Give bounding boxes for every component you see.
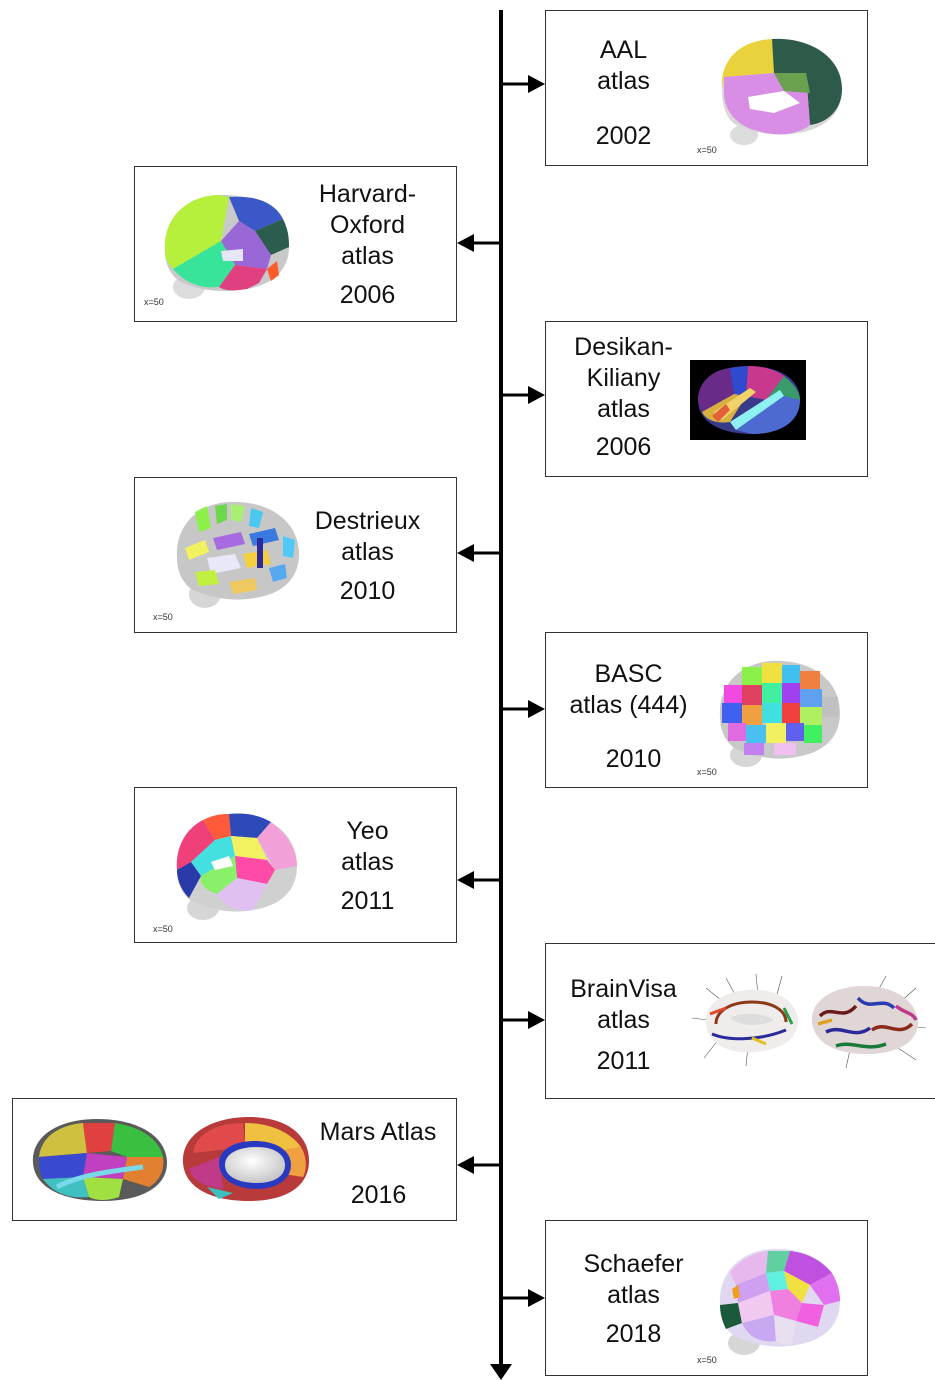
branch-arrow-desikan — [501, 386, 545, 404]
atlas-card-desikan-kiliany: Desikan- Kiliany atlas 2006 — [545, 321, 868, 477]
brain-thumbnail — [176, 501, 299, 608]
atlas-year: 2010 — [339, 577, 396, 605]
title-line: atlas — [341, 242, 394, 270]
atlas-title: AAL atlas — [556, 35, 691, 97]
title-line: atlas — [607, 1281, 660, 1309]
branch-arrow-mars — [457, 1156, 501, 1174]
branch-arrow-brainvisa — [501, 1011, 545, 1029]
atlas-year: 2002 — [595, 122, 652, 150]
atlas-card-harvard-oxford: Harvard- Oxford atlas 2006 x=50 — [134, 166, 457, 322]
atlas-title: BASC atlas (444) — [551, 659, 706, 721]
slice-label: x=50 — [153, 612, 173, 622]
atlas-card-basc: BASC atlas (444) 2010 x=50 — [545, 632, 868, 788]
atlas-card-yeo: Yeo atlas 2011 x=50 — [134, 787, 457, 943]
slice-label: x=50 — [697, 1355, 717, 1365]
slice-label: x=50 — [697, 145, 717, 155]
title-line: atlas — [341, 538, 394, 566]
title-line: Oxford — [329, 211, 406, 239]
atlas-card-mars: Mars Atlas 2016 — [12, 1098, 457, 1221]
brain-thumbnail — [690, 360, 806, 440]
branch-arrow-destrieux — [457, 544, 501, 562]
title-line: atlas — [341, 848, 394, 876]
slice-label: x=50 — [144, 297, 164, 307]
slice-label: x=50 — [153, 924, 173, 934]
timeline-arrowhead — [490, 1364, 512, 1380]
branch-arrow-schaefer — [501, 1289, 545, 1307]
brain-thumbnail — [719, 1248, 840, 1355]
atlas-year: 2011 — [340, 887, 395, 915]
title-line: atlas — [597, 1006, 650, 1034]
atlas-title: Mars Atlas — [308, 1117, 448, 1148]
title-line: Destrieux — [314, 507, 421, 535]
atlas-year: 2011 — [596, 1047, 651, 1075]
title-line: Yeo — [346, 817, 389, 845]
atlas-title: Yeo atlas — [300, 816, 435, 878]
atlas-card-schaefer: Schaefer atlas 2018 x=50 — [545, 1220, 868, 1376]
title-line: Harvard- — [318, 180, 417, 208]
atlas-title: Destrieux atlas — [300, 506, 435, 568]
brain-thumbnail — [164, 194, 289, 299]
title-line: BrainVisa — [570, 975, 677, 1003]
brain-thumbnail — [721, 38, 842, 145]
branch-arrow-basc — [501, 700, 545, 718]
atlas-year: 2018 — [605, 1320, 662, 1348]
atlas-year: 2016 — [350, 1181, 407, 1209]
brain-thumbnail — [32, 1117, 309, 1201]
title-line: atlas — [597, 67, 650, 95]
title-line: atlas — [597, 395, 650, 423]
slice-label: x=50 — [697, 767, 717, 777]
brain-thumbnail — [691, 973, 927, 1069]
atlas-title: Desikan- Kiliany atlas — [556, 332, 691, 425]
title-line: Desikan- — [574, 333, 673, 361]
branch-arrow-aal — [501, 75, 545, 93]
atlas-title: Schaefer atlas — [566, 1249, 701, 1311]
brain-thumbnail — [176, 813, 297, 920]
atlas-card-destrieux: Destrieux atlas 2010 x=50 — [134, 477, 457, 633]
branch-arrow-harvard-oxford — [457, 234, 501, 252]
atlas-year: 2006 — [339, 281, 396, 309]
branch-arrow-yeo — [457, 871, 501, 889]
brain-thumbnail — [719, 660, 840, 767]
atlas-title: BrainVisa atlas — [556, 974, 691, 1036]
atlas-title: Harvard- Oxford atlas — [300, 179, 435, 272]
title-line: BASC — [594, 660, 663, 688]
title-line: atlas (444) — [569, 691, 688, 719]
title-line: Schaefer — [583, 1250, 684, 1278]
title-line: Mars Atlas — [319, 1118, 437, 1146]
title-line: Kiliany — [586, 364, 661, 392]
atlas-year: 2010 — [605, 745, 662, 773]
atlas-year: 2006 — [595, 433, 652, 461]
atlas-card-aal: AAL atlas 2002 x=50 — [545, 10, 868, 166]
atlas-card-brainvisa: BrainVisa atlas 2011 — [545, 943, 935, 1099]
title-line: AAL — [599, 36, 648, 64]
